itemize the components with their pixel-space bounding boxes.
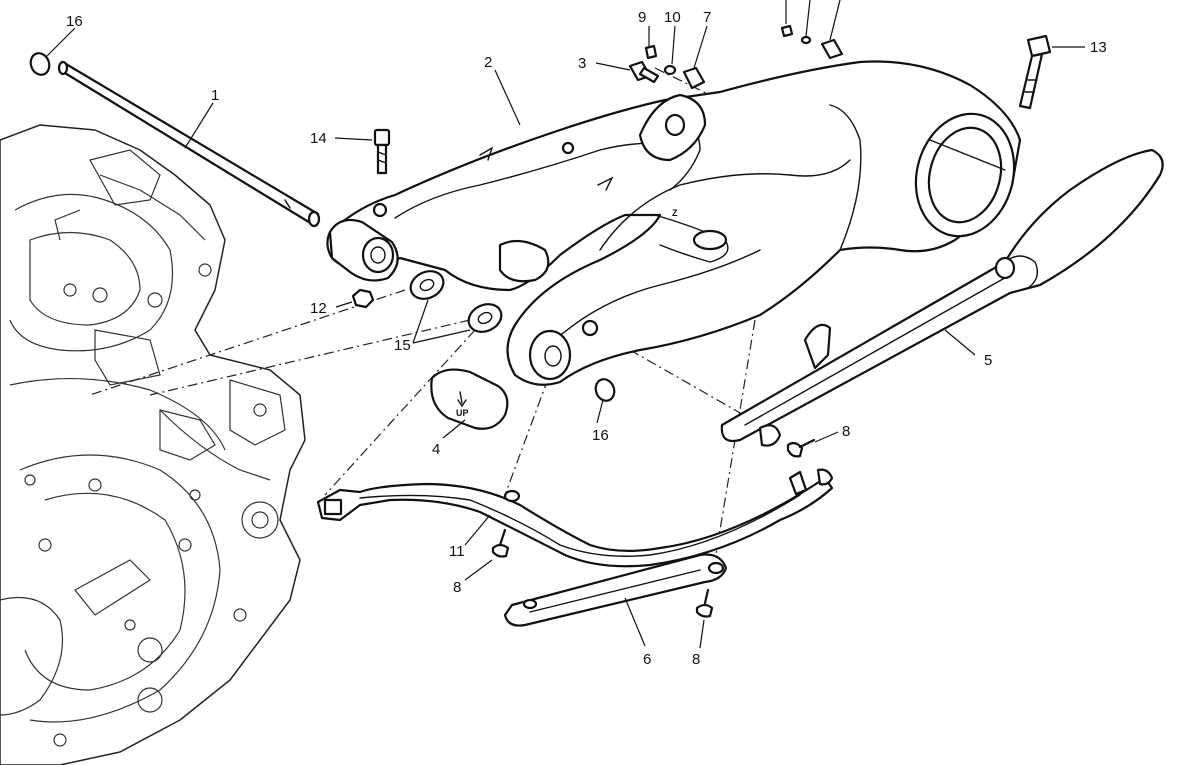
bolt-3 [628, 60, 660, 84]
swingarm: Z [326, 60, 1022, 386]
callout-15: 15 [394, 337, 411, 354]
leader-lines [46, 25, 1085, 649]
callout-16-left: 16 [66, 13, 83, 30]
washers [409, 270, 503, 333]
callout-11: 11 [449, 543, 465, 560]
svg-text:Z: Z [672, 208, 678, 218]
callout-9: 9 [638, 9, 646, 26]
callout-14: 14 [310, 130, 327, 147]
callout-8-bottom: 8 [692, 651, 700, 668]
callout-5: 5 [984, 352, 992, 369]
screw-14 [373, 128, 391, 175]
callout-3: 3 [578, 55, 586, 72]
nut [351, 288, 375, 309]
callout-13: 13 [1090, 39, 1107, 56]
engine-illustration [0, 124, 306, 765]
callout-10: 10 [664, 9, 681, 26]
screw-8-center [491, 528, 510, 558]
callout-2: 2 [484, 54, 492, 71]
callout-8-right: 8 [842, 423, 850, 440]
circlip-right [594, 378, 616, 402]
callout-labels: 1 2 3 4 5 6 7 8 8 8 9 10 11 12 13 14 15 … [66, 9, 1107, 668]
callout-6: 6 [643, 651, 651, 668]
screw-8-bottom [695, 588, 714, 618]
callout-1: 1 [211, 87, 219, 104]
circlip-left [29, 52, 51, 76]
up-plate: UP [430, 368, 509, 430]
chain-guard-upper [720, 148, 1164, 447]
chain-slider [316, 468, 834, 568]
chain-guard-lower [503, 553, 728, 627]
callout-12: 12 [310, 300, 327, 317]
top-fasteners [780, 0, 844, 60]
pivot-shaft [57, 60, 321, 228]
spacer-7 [682, 66, 706, 90]
callout-7: 7 [703, 9, 711, 26]
screw-8-right [786, 438, 816, 458]
plate-up-text: UP [456, 408, 469, 418]
callout-4: 4 [432, 441, 440, 458]
callout-16-right: 16 [592, 427, 609, 444]
callout-8-center: 8 [453, 579, 461, 596]
washer-10 [663, 64, 677, 76]
screw-9 [644, 44, 658, 60]
bolt-13 [1018, 34, 1052, 110]
